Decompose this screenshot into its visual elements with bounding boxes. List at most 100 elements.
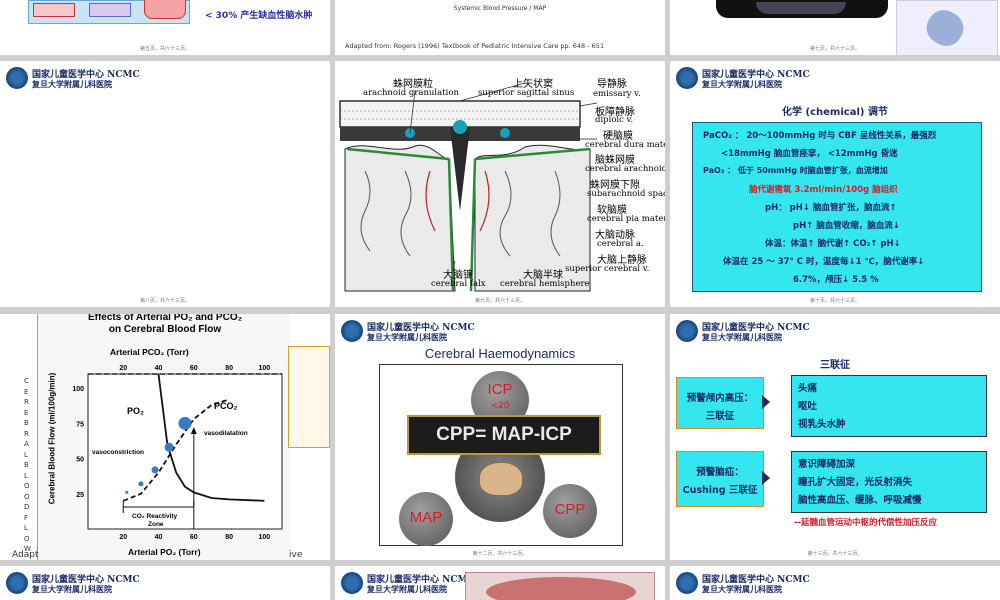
ncmc-logo — [676, 320, 698, 342]
slide-thumb-2[interactable]: Systemic Blood Pressure / MAP Adapted fr… — [335, 0, 665, 55]
label-arachnoid-granulation-cn: 蛛网膜粒 — [393, 79, 433, 90]
bottom-axis-label: Arterial PO₂ (Torr) — [128, 547, 201, 557]
y-tick-label: 100 — [72, 386, 84, 393]
slide-thumb-5[interactable]: 蛛网膜粒 arachnoid granulation 上矢状窦 superior… — [335, 61, 665, 307]
label-diploic: diploic v. — [595, 115, 634, 125]
top-tick-label: 60 — [190, 365, 198, 372]
top-tick-label: 20 — [119, 365, 127, 372]
source-caption: Adapted from: Rogers (1996) Textbook of … — [345, 42, 605, 50]
slide-thumb-8[interactable]: 国家儿童医学中心 NCMC 复旦大学附属儿科医院 Cerebral Haemod… — [335, 314, 665, 560]
cell-illustration — [896, 0, 998, 55]
label-arachnoid-cn: 脑蛛网膜 — [595, 155, 635, 166]
brain-scan-image — [716, 0, 888, 18]
label-sagittal-sinus: superior sagittal sinus — [478, 88, 575, 98]
label-subarachnoid: subarachnoid space — [587, 189, 665, 199]
head-ct-image — [465, 572, 655, 600]
reactivity-bubble — [178, 416, 192, 430]
slide-thumb-6[interactable]: 国家儿童医学中心 NCMC 复旦大学附属儿科医院 化学 (chemical) 调… — [670, 61, 1000, 307]
formula-box: CPP= MAP-ICP — [407, 415, 601, 455]
slide-number: 第七页，共六十三页。 — [809, 46, 860, 52]
ncmc-logo — [6, 67, 28, 89]
top-tick-label: 40 — [155, 365, 163, 372]
reactivity-bubble — [151, 466, 159, 474]
slide-number: 第九页，共六十三页。 — [474, 298, 525, 304]
y-tick-label: 50 — [76, 457, 84, 464]
meninges-diagram — [339, 82, 598, 292]
slide-thumb-4[interactable]: 国家儿童医学中心 NCMC 复旦大学附属儿科医院 第八页，共六十三页。 — [0, 61, 330, 307]
mini-chart-image — [28, 0, 190, 24]
po2-series-label: PO₂ — [127, 406, 144, 416]
label-falx: cerebral falx — [431, 279, 486, 289]
label-arachnoid-granulation: arachnoid granulation — [363, 88, 459, 98]
series-line-pco2 — [122, 398, 230, 502]
slide-number: 第五页，共六十三页。 — [139, 46, 190, 52]
label-cerebral-artery-cn: 大脑动脉 — [595, 230, 635, 241]
chart-title-line2: on Cerebral Blood Flow — [108, 324, 222, 335]
label-superior-vein-cn: 大脑上静脉 — [597, 255, 647, 266]
ncmc-logo — [341, 320, 363, 342]
chem-line-9: 6.7%，颅压↓ 5.5 % — [793, 275, 879, 285]
arrow-head — [190, 427, 197, 434]
chem-line-2: <18mmHg 脑血管痉挛， <12mmHg 昏迷 — [721, 149, 898, 159]
x-tick-label: 80 — [225, 534, 233, 541]
label-hemisphere: cerebral hemisphere — [500, 279, 590, 289]
top-tick-label: 100 — [259, 365, 271, 372]
label-cerebral-artery: cerebral a. — [597, 239, 644, 249]
x-tick-label: 40 — [155, 534, 163, 541]
label-subarachnoid-cn: 蛛网膜下隙 — [590, 180, 640, 191]
herniation-warning-box: 预警脑疝： Cushing 三联征 — [676, 451, 764, 507]
reactivity-bubble — [125, 490, 129, 494]
ncmc-logo — [341, 572, 363, 594]
arrow-1 — [762, 395, 770, 409]
x-tick-label: 60 — [190, 534, 198, 541]
callout-box — [288, 346, 330, 448]
label-falx-cn: 大脑镰 — [443, 270, 473, 281]
label-pia-cn: 软脑膜 — [597, 205, 627, 216]
slide-thumb-7[interactable]: C E R E B R A L B L O O D F L O W Effect… — [0, 314, 330, 560]
cushing-symptoms-box: 意识障碍加深 瞳孔扩大固定，光反射消失 脑性高血压、缓脉、呼吸减慢 — [791, 451, 987, 513]
vasodilatation-label: vasodilatation — [204, 430, 248, 437]
x-tick-label: 100 — [259, 534, 271, 541]
label-arachnoid: cerebral arachnoid — [585, 164, 665, 174]
slide-thumb-3[interactable]: 第七页，共六十三页。 — [670, 0, 1000, 55]
ncmc-logo — [676, 572, 698, 594]
slide-thumb-10[interactable]: 国家儿童医学中心 NCMC 复旦大学附属儿科医院 — [0, 566, 330, 600]
slide-thumb-9[interactable]: 国家儿童医学中心 NCMC 复旦大学附属儿科医院 三联征 预警颅内高压： 三联征… — [670, 314, 1000, 560]
label-hemisphere-cn: 大脑半球 — [523, 270, 563, 281]
slide-title: 三联征 — [820, 360, 850, 371]
pco2-series-label: PCO₂ — [214, 401, 238, 411]
slide-title: Cerebral Haemodynamics — [424, 346, 576, 361]
chem-line-4: 脑代谢需氧 3.2ml/min/100g 脑组织 — [749, 185, 898, 195]
icp-symptoms-box: 头痛 呕吐 视乳头水肿 — [791, 375, 987, 437]
cushing-note: --延髓血管运动中枢的代偿性加压反应 — [794, 518, 938, 528]
ive-fragment: ive — [289, 550, 303, 560]
slide-thumb-1[interactable]: < 30% 产生缺血性脑水肿 第五页，共六十三页。 — [0, 0, 330, 55]
x-tick-label: 20 — [119, 534, 127, 541]
slide-number: 第十二页，共六十三页。 — [472, 551, 528, 557]
ncmc-logo — [6, 572, 28, 594]
plot-area — [87, 373, 283, 530]
top-tick-label: 80 — [225, 365, 233, 372]
vasoconstriction-label: vasoconstriction — [92, 449, 144, 456]
map-bubble[interactable]: MAP — [399, 492, 453, 546]
slide-number: 第十三页，共六十三页。 — [807, 551, 863, 557]
ncmc-logo — [676, 67, 698, 89]
cpp-bubble[interactable]: CPP — [543, 484, 597, 538]
label-sagittal-sinus-cn: 上矢状窦 — [513, 79, 553, 90]
y-tick-label: 25 — [76, 492, 84, 499]
zone-label-2: Zone — [148, 521, 164, 528]
reactivity-bubble — [138, 481, 144, 487]
slide-thumb-11[interactable]: 国家儿童医学中心 NCMC 复旦大学附属儿科医院 — [335, 566, 665, 600]
label-emissary-cn: 导静脉 — [597, 79, 627, 90]
slide-thumb-12[interactable]: 国家儿童医学中心 NCMC 复旦大学附属儿科医院 — [670, 566, 1000, 600]
chem-line-8: 体温在 25 ～ 37° C 时，温度每↓1 ℃，脑代谢率↓ — [723, 257, 925, 267]
chem-line-3: PaO₂ ： 低于 50mmHg 时脑血管扩张，血流增加 — [703, 166, 888, 175]
slide-red-text: < 30% 产生缺血性脑水肿 — [205, 11, 313, 21]
reactivity-bubble — [164, 442, 174, 452]
axis-caption: Systemic Blood Pressure / MAP — [453, 5, 547, 12]
top-axis-label: Arterial PCO₂ (Torr) — [110, 347, 189, 357]
brain-image — [479, 462, 523, 496]
label-emissary: emissary v. — [593, 89, 641, 99]
label-superior-vein: superior cerebral v. — [565, 264, 650, 274]
chart-title-line1: Effects of Arterial PO₂ and PCO₂ — [87, 314, 243, 323]
